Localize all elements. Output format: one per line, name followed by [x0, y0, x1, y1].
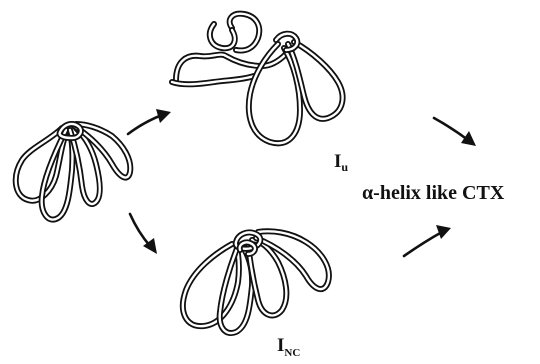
- unfolded-intermediate-structure: [172, 14, 343, 144]
- arrow-native-to-iu: [128, 109, 171, 134]
- nc-intermediate-label-subscript: NC: [284, 347, 300, 359]
- product-label: α-helix like CTX: [362, 183, 504, 203]
- native-structure: [16, 124, 131, 220]
- arrow-inc-to-product: [404, 225, 451, 256]
- unfolded-intermediate-label-subscript: u: [341, 160, 348, 174]
- arrow-native-to-inc: [130, 214, 157, 254]
- nc-intermediate-structure: [183, 231, 329, 333]
- arrow-iu-to-product: [434, 118, 476, 146]
- nc-intermediate-label: INC: [277, 336, 300, 355]
- unfolded-intermediate-label: Iu: [334, 152, 348, 171]
